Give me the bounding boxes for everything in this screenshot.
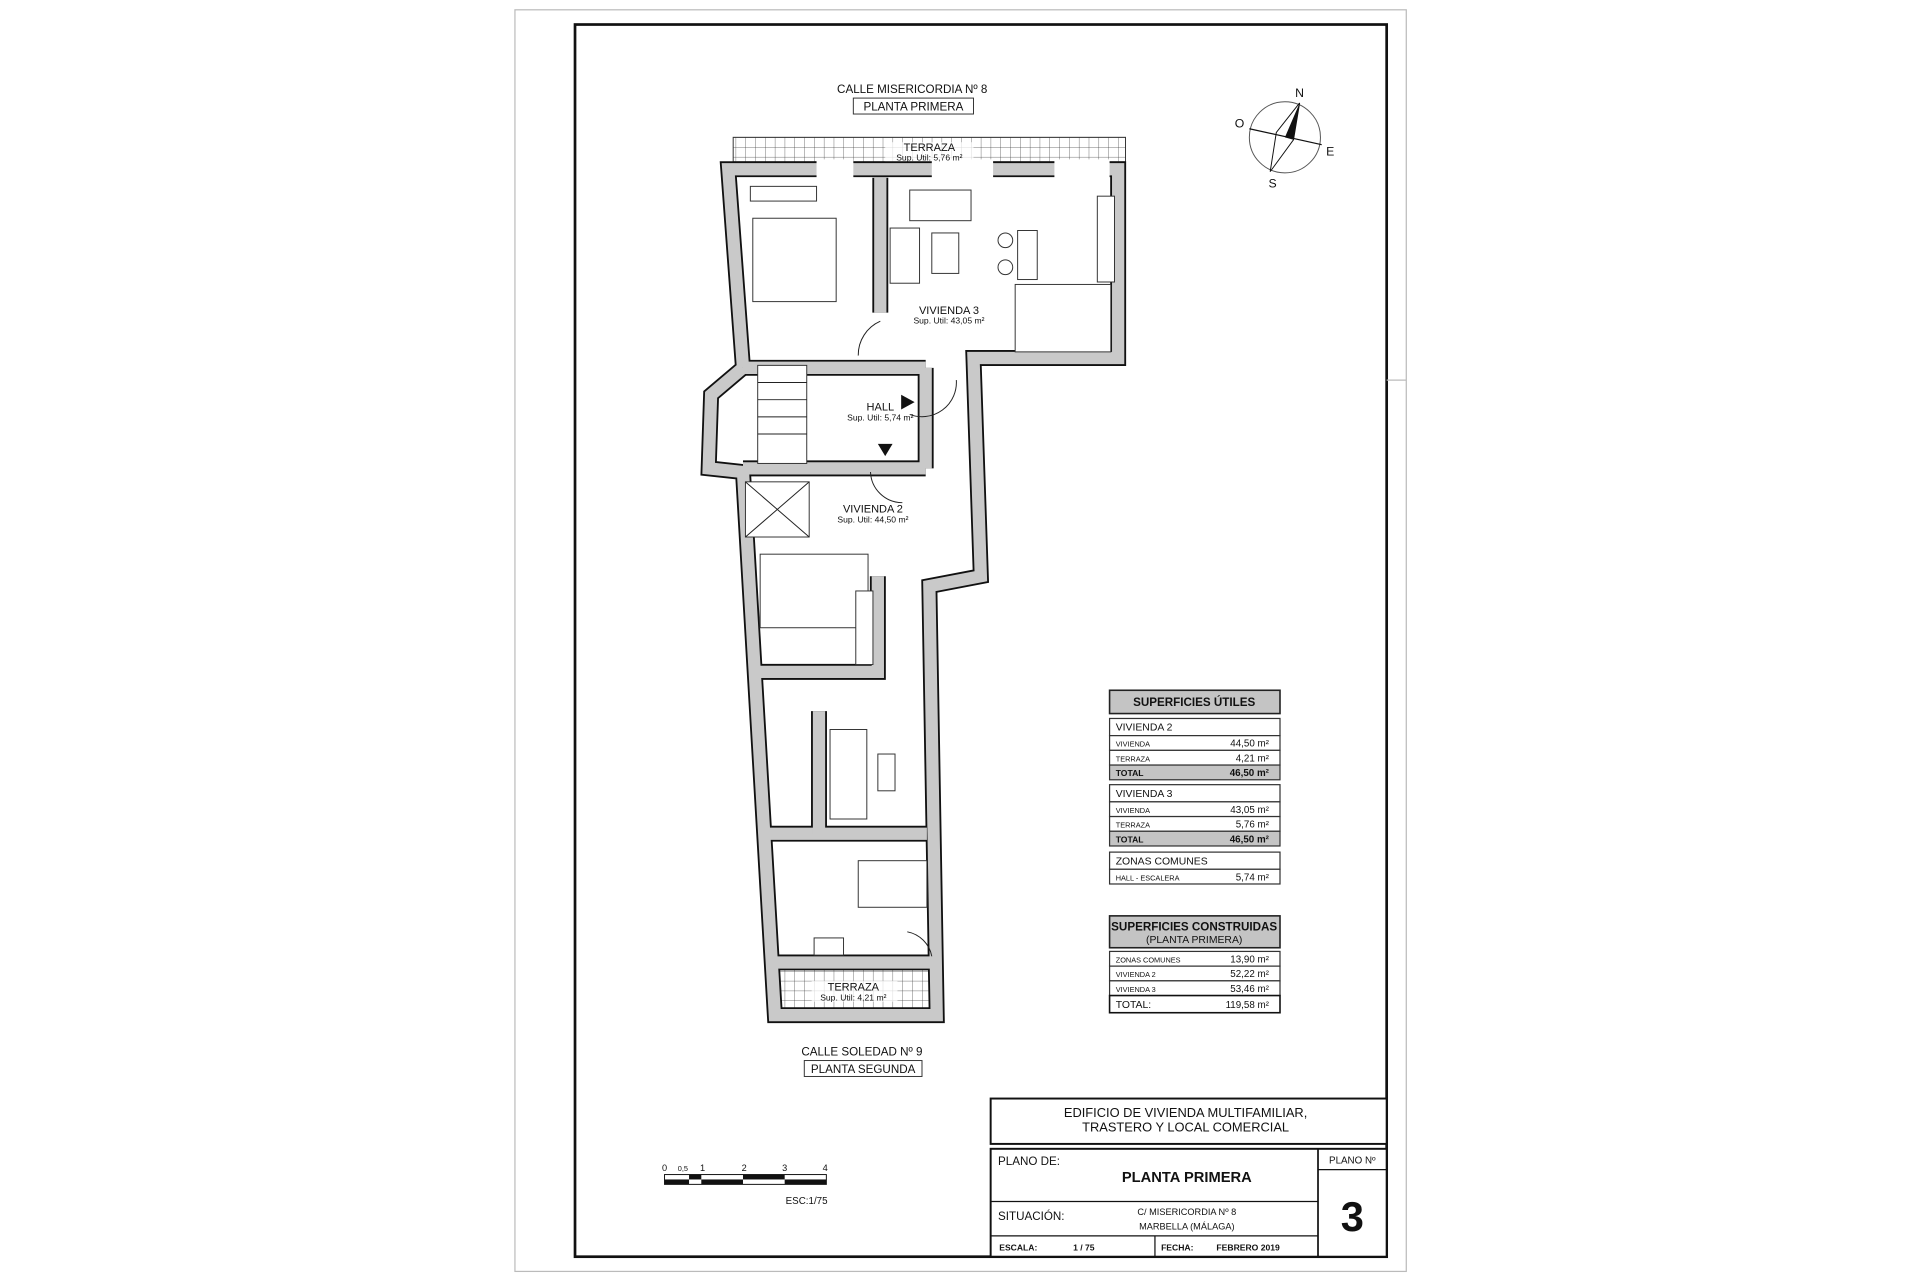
construidas-row-value: 52,22 m² bbox=[1230, 969, 1269, 980]
furniture bbox=[744, 185, 1115, 957]
scale-bar: 0 0,5 1 2 3 4 ESC:1/75 bbox=[662, 1163, 828, 1207]
hall-name: HALL bbox=[867, 402, 895, 414]
terrace-top-name: TERRAZA bbox=[904, 142, 956, 154]
superficies-utiles-table: SUPERFICIES ÚTILES VIVIENDA 2 VIVIENDA 4… bbox=[1108, 689, 1281, 885]
walls bbox=[700, 159, 1127, 1024]
zonas-title: ZONAS COMUNES bbox=[1116, 856, 1208, 867]
bottom-floor-box bbox=[803, 1060, 923, 1077]
scale-tick: 1 bbox=[700, 1163, 705, 1173]
scale-tick: 4 bbox=[823, 1163, 828, 1173]
v2-row-value: 44,50 m² bbox=[1230, 739, 1269, 750]
v3-row-label: VIVIENDA bbox=[1116, 806, 1150, 815]
terrace-bottom-name: TERRAZA bbox=[828, 982, 880, 994]
construidas-total-value: 119,58 m² bbox=[1226, 1000, 1270, 1011]
construidas-total-label: TOTAL: bbox=[1116, 1000, 1151, 1011]
construidas-title: SUPERFICIES CONSTRUIDAS bbox=[1111, 921, 1277, 934]
terrace-top-area: Sup. Util: 5,76 m² bbox=[896, 153, 962, 163]
utiles-title: SUPERFICIES ÚTILES bbox=[1133, 696, 1255, 709]
scale-label: ESC:1/75 bbox=[786, 1196, 828, 1207]
scale-tick: 2 bbox=[742, 1163, 747, 1173]
compass-n: N bbox=[1295, 86, 1304, 100]
scale-tick: 0,5 bbox=[678, 1164, 688, 1173]
zonas-row-value: 5,74 m² bbox=[1236, 872, 1270, 883]
v2-row-label: VIVIENDA bbox=[1116, 740, 1150, 749]
v2-total-label: TOTAL bbox=[1116, 768, 1144, 778]
plano-no-label: PLANO Nº bbox=[1329, 1156, 1376, 1167]
situacion-line2: MARBELLA (MÁLAGA) bbox=[1139, 1222, 1234, 1232]
plano-de-label: PLANO DE: bbox=[998, 1155, 1060, 1168]
bottom-street-label: CALLE SOLEDAD Nº 9 bbox=[801, 1046, 922, 1059]
top-street-label: CALLE MISERICORDIA Nº 8 bbox=[837, 83, 987, 96]
situacion-line1: C/ MISERICORDIA Nº 8 bbox=[1137, 1207, 1236, 1217]
v3-title: VIVIENDA 3 bbox=[1116, 789, 1173, 800]
v3-row-value: 5,76 m² bbox=[1236, 820, 1270, 831]
fecha-value: FEBRERO 2019 bbox=[1216, 1243, 1280, 1253]
escala-label: ESCALA: bbox=[999, 1243, 1037, 1253]
situacion-label: SITUACIÓN: bbox=[998, 1210, 1065, 1223]
sheet-outer-border bbox=[514, 9, 1407, 1273]
sheet-inner-border bbox=[573, 23, 1389, 1259]
compass-e: E bbox=[1326, 145, 1334, 159]
project-line1: EDIFICIO DE VIVIENDA MULTIFAMILIAR, bbox=[1064, 1105, 1307, 1120]
north-arrow-icon: N O E S bbox=[1235, 86, 1335, 191]
construidas-row-value: 13,90 m² bbox=[1230, 954, 1269, 965]
room-labels: TERRAZA Sup. Util: 5,76 m² VIVIENDA 3 Su… bbox=[820, 142, 984, 1003]
top-floor-box bbox=[852, 97, 974, 115]
v2-title: VIVIENDA 2 bbox=[1116, 723, 1173, 734]
scale-tick: 0 bbox=[662, 1163, 667, 1173]
v3-total-value: 46,50 m² bbox=[1230, 834, 1270, 845]
vivienda2-name: VIVIENDA 2 bbox=[843, 503, 903, 515]
terrace-bottom-area: Sup. Util: 4,21 m² bbox=[820, 992, 886, 1002]
compass-s: S bbox=[1269, 177, 1277, 191]
construidas-row-label: VIVIENDA 2 bbox=[1116, 970, 1156, 979]
superficies-construidas-table: SUPERFICIES CONSTRUIDAS (PLANTA PRIMERA)… bbox=[1108, 915, 1281, 1014]
vivienda3-name: VIVIENDA 3 bbox=[919, 305, 979, 317]
construidas-row-label: VIVIENDA 3 bbox=[1116, 985, 1156, 994]
top-floor-label: PLANTA PRIMERA bbox=[863, 100, 963, 113]
compass-o: O bbox=[1235, 117, 1245, 131]
v3-row-label: TERRAZA bbox=[1116, 821, 1150, 830]
vivienda2-area: Sup. Util: 44,50 m² bbox=[837, 514, 908, 524]
zonas-row-label: HALL - ESCALERA bbox=[1116, 873, 1180, 882]
hall-area: Sup. Util: 5,74 m² bbox=[847, 413, 913, 423]
construidas-row-value: 53,46 m² bbox=[1230, 984, 1269, 995]
escala-value: 1 / 75 bbox=[1073, 1243, 1095, 1253]
construidas-subtitle: (PLANTA PRIMERA) bbox=[1146, 935, 1242, 946]
v2-row-value: 4,21 m² bbox=[1236, 753, 1270, 764]
plano-no-value: 3 bbox=[1341, 1193, 1364, 1240]
v2-row-label: TERRAZA bbox=[1116, 754, 1150, 763]
construidas-row-label: ZONAS COMUNES bbox=[1116, 955, 1181, 964]
project-line2: TRASTERO Y LOCAL COMERCIAL bbox=[1082, 1120, 1289, 1135]
vivienda3-area: Sup. Util: 43,05 m² bbox=[913, 316, 984, 326]
title-block: EDIFICIO DE VIVIENDA MULTIFAMILIAR, TRAS… bbox=[989, 1097, 1388, 1258]
v3-total-label: TOTAL bbox=[1116, 834, 1144, 844]
fecha-label: FECHA: bbox=[1161, 1243, 1194, 1253]
v3-row-value: 43,05 m² bbox=[1230, 805, 1269, 816]
plano-de-value: PLANTA PRIMERA bbox=[1122, 1170, 1252, 1186]
scale-tick: 3 bbox=[782, 1163, 787, 1173]
bottom-floor-label: PLANTA SEGUNDA bbox=[811, 1063, 916, 1076]
v2-total-value: 46,50 m² bbox=[1230, 768, 1270, 779]
